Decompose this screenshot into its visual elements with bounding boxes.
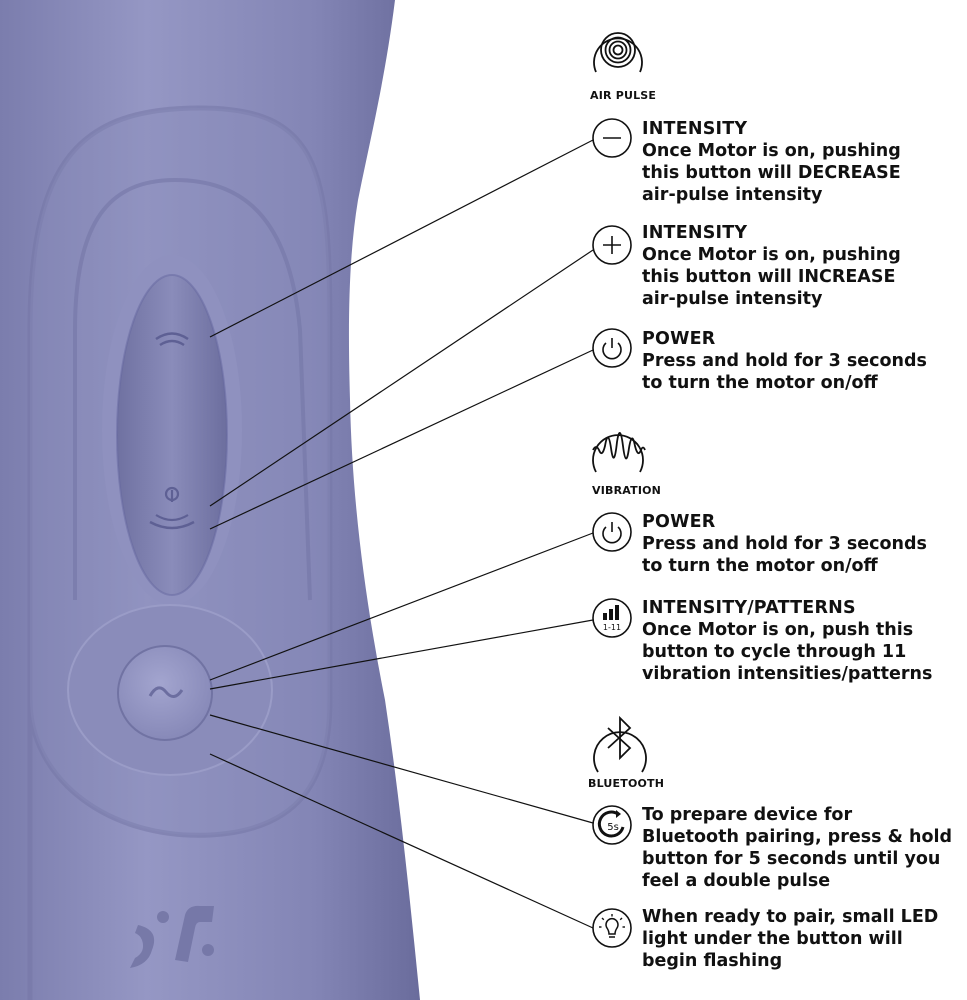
timer-5s-icon: 5s (592, 805, 632, 845)
callout-intensity-increase: INTENSITY Once Motor is on, pushing this… (642, 222, 901, 310)
callout-line: vibration intensities/patterns (642, 664, 933, 684)
bluetooth-label: BLUETOOTH (588, 777, 665, 790)
lightbulb-icon (592, 908, 632, 948)
concentric-circles-icon (593, 32, 643, 73)
callout-line: air-pulse intensity (642, 289, 823, 309)
callout-line: this button will INCREASE (642, 267, 896, 287)
callout-line: Press and hold for 3 seconds (642, 534, 927, 554)
callout-line: Press and hold for 3 seconds (642, 351, 927, 371)
callout-line: button to cycle through 11 (642, 642, 907, 662)
callout-line: feel a double pulse (642, 871, 831, 891)
vibration-label: VIBRATION (592, 484, 662, 497)
callout-intensity-patterns: INTENSITY/PATTERNS Once Motor is on, pus… (642, 597, 932, 685)
intensity-range-text: 1-11 (603, 623, 621, 632)
callout-title: POWER (642, 329, 716, 349)
brand-logo (130, 905, 214, 968)
intensity-bars-icon: 1-11 (592, 598, 632, 638)
wave-icon (592, 432, 646, 473)
callout-intensity-decrease: INTENSITY Once Motor is on, pushing this… (642, 118, 901, 206)
power-icon (592, 512, 632, 552)
air-pulse-label: AIR PULSE (590, 89, 657, 102)
callout-line: To prepare device for (642, 805, 853, 825)
callout-title: INTENSITY (642, 119, 748, 139)
callout-line: button for 5 seconds until you (642, 849, 941, 869)
bluetooth-icon (593, 715, 647, 773)
minus-icon (592, 118, 632, 158)
callout-line: Once Motor is on, pushing (642, 141, 901, 161)
power-icon (592, 328, 632, 368)
callout-title: INTENSITY/PATTERNS (642, 598, 856, 618)
callout-line: this button will DECREASE (642, 163, 901, 183)
callout-line: Bluetooth pairing, press & hold (642, 827, 952, 847)
callout-line: begin flashing (642, 951, 783, 971)
callout-line: Once Motor is on, pushing (642, 245, 901, 265)
callout-line: air-pulse intensity (642, 185, 823, 205)
callout-bluetooth-pairing: To prepare device for Bluetooth pairing,… (642, 804, 952, 892)
plus-icon (592, 225, 632, 265)
timer-text: 5s (607, 822, 619, 833)
callout-line: to turn the motor on/off (642, 373, 878, 393)
callout-line: When ready to pair, small LED (642, 907, 939, 927)
callout-line: light under the button will (642, 929, 903, 949)
callout-led-flashing: When ready to pair, small LED light unde… (642, 906, 938, 972)
callout-power-air-pulse: POWER Press and hold for 3 seconds to tu… (642, 328, 927, 394)
callout-line: to turn the motor on/off (642, 556, 878, 576)
callout-title: POWER (642, 512, 716, 532)
callout-line: Once Motor is on, push this (642, 620, 914, 640)
callout-power-vibration: POWER Press and hold for 3 seconds to tu… (642, 511, 927, 577)
callout-title: INTENSITY (642, 223, 748, 243)
